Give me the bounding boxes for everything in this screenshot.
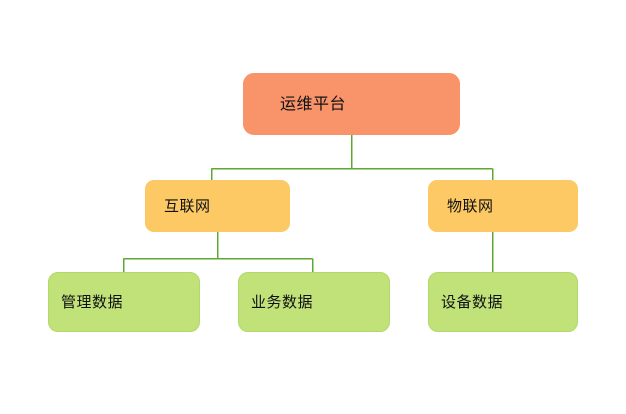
node-business-data-label: 业务数据 [251,292,314,311]
node-management-data-label: 管理数据 [61,292,124,311]
node-iot[interactable]: 物联网 [428,180,578,232]
node-business-data[interactable]: 业务数据 [238,272,390,332]
node-iot-label: 物联网 [447,196,494,215]
node-root-ops-platform[interactable]: 运维平台 [243,73,460,135]
node-root-label: 运维平台 [280,94,347,114]
node-management-data[interactable]: 管理数据 [48,272,200,332]
node-internet[interactable]: 互联网 [145,180,290,232]
node-device-data-label: 设备数据 [441,292,504,311]
node-internet-label: 互联网 [164,196,211,215]
node-device-data[interactable]: 设备数据 [428,272,578,332]
